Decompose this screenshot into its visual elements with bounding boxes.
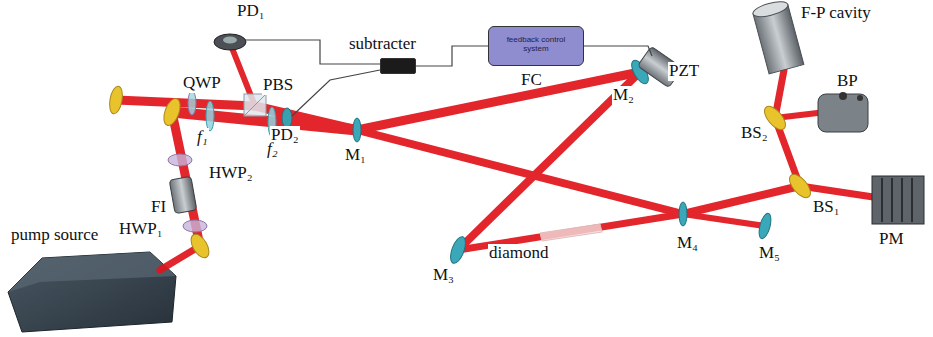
part-label: M₁ (344, 146, 367, 165)
controller-box: feedback control systemFC (488, 26, 584, 66)
part-label: F-P cavity (800, 4, 872, 23)
part-label: HWP₂ (208, 164, 254, 183)
part-label: PM (878, 230, 905, 249)
part-label: f₁ (196, 128, 209, 147)
part-label: PZT (668, 62, 700, 81)
part-label: QWP (182, 74, 222, 93)
node-body: feedback control system (503, 36, 569, 54)
part-label: diamond (488, 244, 550, 263)
part-label: M₃ (432, 266, 455, 285)
node-title: FC (521, 71, 542, 90)
part-label: pump source (10, 226, 99, 245)
part-label: M₄ (676, 234, 699, 253)
part-label: BS₁ (812, 198, 841, 217)
part-label: HWP₁ (118, 220, 164, 239)
part-label: M₅ (758, 244, 781, 263)
part-label: BS₂ (740, 124, 769, 143)
part-label: M₂ (612, 86, 635, 105)
signal-wire (416, 46, 488, 66)
node-title: subtracter (349, 35, 416, 54)
subtracter-box: subtracter (380, 58, 416, 74)
part-label: BP (836, 72, 859, 91)
part-label: PD₁ (236, 2, 266, 21)
part-label: f₂ (266, 140, 279, 159)
part-label: PBS (262, 76, 294, 95)
part-label: FI (150, 198, 167, 217)
